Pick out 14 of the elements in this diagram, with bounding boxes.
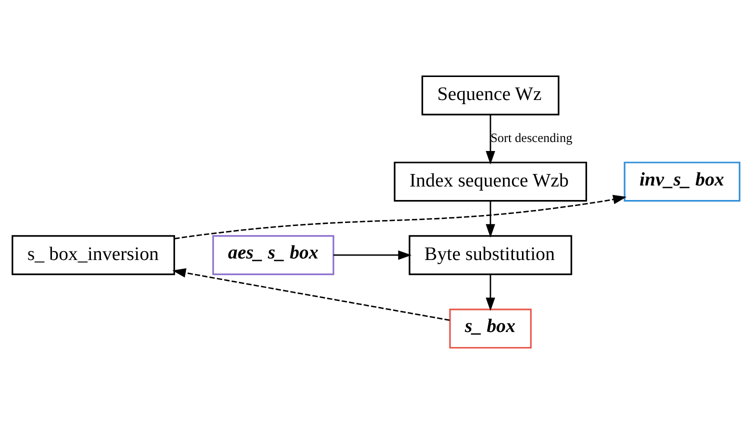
node-box: Sequence Wz (422, 74, 560, 115)
node-box: s_ box (449, 308, 532, 348)
arrow (174, 194, 627, 239)
arrow (486, 114, 496, 164)
arrow (486, 200, 496, 238)
arrow (486, 274, 496, 311)
arrow (172, 268, 450, 320)
node-box: s_ box_inversion (12, 234, 176, 275)
edge-label: Sort descending (490, 130, 572, 144)
node-box: inv_s_ box (624, 161, 740, 202)
arrow (334, 250, 412, 260)
node-box: aes_ s_ box (212, 234, 334, 275)
node-box: Index sequence Wzb (394, 161, 588, 202)
node-box: Byte substitution (408, 234, 572, 275)
